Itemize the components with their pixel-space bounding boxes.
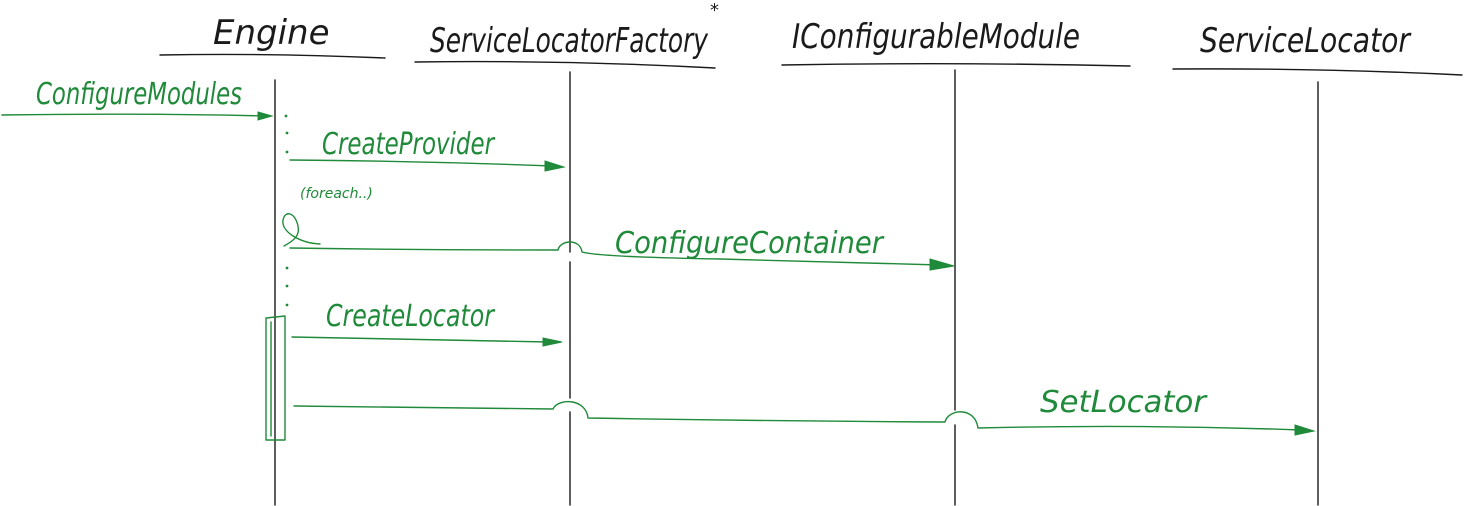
message-create-locator: CreateLocator: [291, 299, 563, 347]
message-set-locator: SetLocator: [293, 385, 1316, 436]
participant-engine-underline: [159, 53, 386, 59]
message-set-locator-arrowhead: [1294, 424, 1316, 436]
participant-service-locator-factory-underline: [414, 60, 716, 69]
foreach-loop: (foreach..): [282, 186, 373, 247]
participant-service-locator: ServiceLocator: [1172, 21, 1463, 76]
message-create-provider: CreateProvider: [289, 127, 566, 172]
participant-engine: Engine: [159, 13, 386, 59]
message-configure-modules-arrow-line: [1, 113, 267, 117]
message-create-locator-arrowhead: [542, 337, 563, 347]
message-create-locator-label: CreateLocator: [326, 299, 495, 334]
message-configure-container-label: ConfigureContainer: [615, 226, 885, 261]
dot: [285, 150, 289, 154]
message-configure-modules-arrowhead: [257, 111, 274, 121]
message-set-locator-label: SetLocator: [1040, 385, 1208, 420]
dot: [285, 266, 289, 270]
foreach-loop-icon: [282, 213, 321, 247]
participant-engine-label: Engine: [213, 13, 330, 53]
message-create-provider-arrow-line: [289, 159, 553, 167]
participant-service-locator-factory: ServiceLocatorFactory *: [414, 0, 719, 69]
dot: [285, 284, 289, 288]
message-set-locator-arrow-line: [293, 401, 1301, 431]
message-configure-container-arrow-line: [289, 241, 941, 266]
engine-activation-bar: [265, 315, 286, 441]
foreach-note-label: (foreach..): [300, 186, 373, 202]
engine-continuation-dots-upper: [284, 114, 289, 154]
participant-service-locator-factory-marker: *: [710, 0, 719, 21]
engine-continuation-dots-lower: [285, 266, 289, 307]
message-create-locator-arrow-line: [291, 336, 549, 343]
participant-iconfigurable-module-label: IConfigurableModule: [792, 17, 1080, 57]
message-configure-modules: ConfigureModules: [1, 77, 274, 121]
message-create-provider-arrowhead: [544, 160, 566, 172]
message-configure-modules-label: ConfigureModules: [36, 77, 242, 112]
message-create-provider-label: CreateProvider: [322, 127, 495, 162]
message-configure-container: ConfigureContainer: [289, 226, 955, 271]
participant-iconfigurable-module: IConfigurableModule: [781, 17, 1131, 67]
dot: [284, 114, 288, 118]
participant-service-locator-underline: [1172, 68, 1463, 76]
participant-service-locator-factory-label: ServiceLocatorFactory: [430, 21, 709, 61]
dot: [285, 303, 289, 307]
dot: [285, 131, 289, 135]
participant-iconfigurable-module-underline: [781, 63, 1131, 67]
participant-service-locator-label: ServiceLocator: [1200, 21, 1412, 61]
message-configure-container-arrowhead: [929, 258, 955, 271]
